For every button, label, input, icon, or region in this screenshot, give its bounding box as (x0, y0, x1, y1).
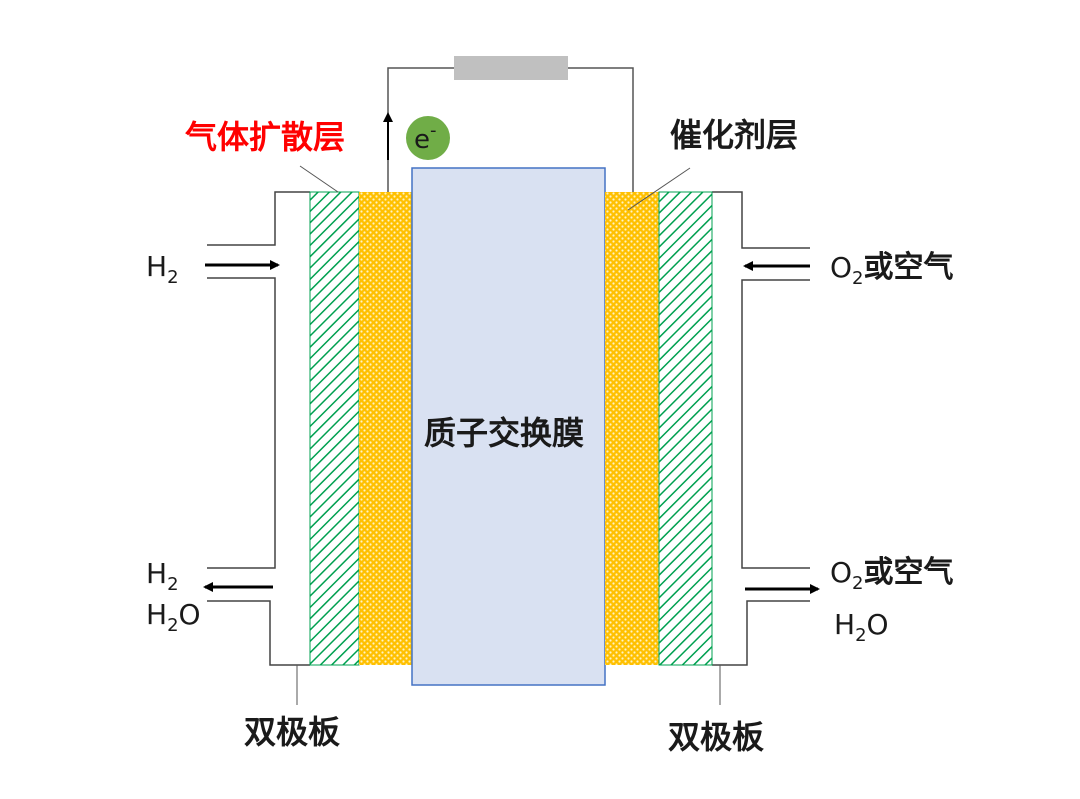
left-bipolar-plate (207, 191, 310, 666)
right-bipolar-plate-label: 双极板 (668, 718, 764, 756)
left-inlet-symbol: H (146, 250, 167, 283)
left-outlet-species-2: H2O (146, 598, 201, 636)
left-inlet-species: H2 (146, 250, 179, 288)
right-bipolar-plate (712, 191, 810, 666)
left-outlet-h2-symbol: H (146, 557, 167, 590)
right-outlet-water-subscript: 2 (855, 625, 866, 646)
left-outlet-h2-subscript: 2 (167, 574, 178, 595)
right-gas-diffusion-layer (658, 191, 713, 666)
gas-diffusion-layer-label: 气体扩散层 (185, 118, 345, 156)
left-outlet-water-subscript: 2 (167, 615, 178, 636)
left-outlet-water-o: O (179, 598, 201, 631)
left-gas-diffusion-layer (309, 191, 360, 666)
right-outlet-symbol: O (830, 556, 852, 589)
right-catalyst-layer (605, 192, 659, 665)
right-inlet-species: O2或空气 (830, 250, 954, 289)
electron-symbol: e (414, 125, 430, 155)
membrane-label: 质子交换膜 (424, 414, 584, 452)
left-bipolar-plate-label: 双极板 (244, 713, 340, 751)
right-inlet-symbol: O (830, 251, 852, 284)
load-resistor (454, 56, 568, 80)
electron-badge: e- (406, 116, 450, 160)
svg-text:e-: e- (414, 120, 437, 155)
proton-exchange-membrane (411, 167, 606, 686)
right-outlet-species-1: O2或空气 (830, 555, 954, 594)
right-inlet-subscript: 2 (852, 268, 863, 289)
catalyst-layer-label: 催化剂层 (670, 116, 798, 154)
right-outlet-species-2: H2O (834, 608, 889, 646)
left-catalyst-layer (359, 192, 412, 665)
right-outlet-water-h: H (834, 608, 855, 641)
left-inlet-subscript: 2 (167, 267, 178, 288)
electron-icon (406, 116, 450, 160)
right-inlet-suffix: 或空气 (864, 250, 954, 285)
catalyst-layer-leader (627, 167, 691, 211)
gas-diffusion-layer-leader (299, 165, 339, 193)
electron-charge: - (430, 120, 437, 141)
left-outlet-species-1: H2 (146, 557, 179, 595)
right-outlet-suffix: 或空气 (864, 555, 954, 590)
right-outlet-water-o: O (867, 608, 889, 641)
left-outlet-water-h: H (146, 598, 167, 631)
right-outlet-subscript: 2 (852, 573, 863, 594)
